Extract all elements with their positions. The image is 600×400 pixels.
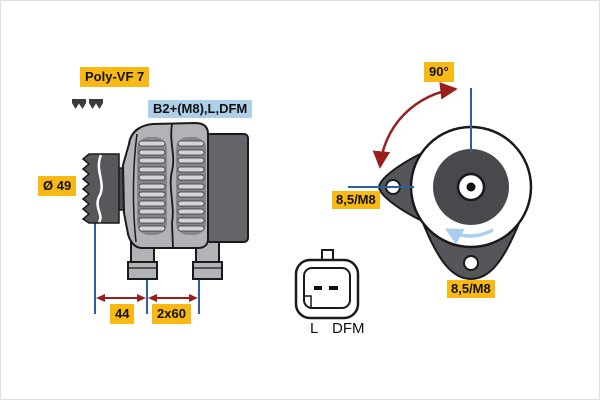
angle-arc-arrow-icon [372, 82, 458, 169]
front-contour-line [132, 133, 138, 243]
dimension-arrow-2x60 [148, 294, 198, 302]
dimension-arrow-44 [96, 294, 146, 302]
connector-pin-label-dfm: DFM [332, 320, 365, 337]
mount-hole-bottom [463, 255, 479, 271]
vent-slots-rear [176, 137, 206, 235]
label-pulley-diameter: Ø 49 [38, 176, 77, 196]
alternator-side-view [81, 121, 249, 280]
connector-inner-outline [303, 267, 351, 309]
alternator-rear-view [348, 82, 533, 281]
label-dim-2x60: 2x60 [152, 304, 191, 324]
vent-slots-front [137, 137, 167, 235]
label-terminals: B2+(M8),L,DFM [148, 100, 253, 118]
label-mount-bottom: 8,5/M8 [447, 280, 495, 298]
rotation-direction-arrow-icon [444, 228, 494, 245]
belt-profile-icon [72, 99, 103, 109]
rear-housing [205, 133, 249, 243]
label-angle-90: 90° [424, 62, 454, 82]
connector-pin-l [314, 286, 322, 290]
label-mount-left: 8,5/M8 [332, 191, 380, 209]
connector-notch [304, 295, 312, 307]
connector-pin-dfm [329, 286, 338, 290]
label-belt-type: Poly-VF 7 [80, 67, 150, 87]
connector-pin-label-l: L [310, 320, 319, 337]
shaft-center-dot [466, 182, 476, 192]
body-contour-line [169, 123, 175, 249]
connector-diagram [294, 249, 360, 320]
pulley-break-line [96, 154, 103, 223]
label-dim-44: 44 [110, 304, 135, 324]
